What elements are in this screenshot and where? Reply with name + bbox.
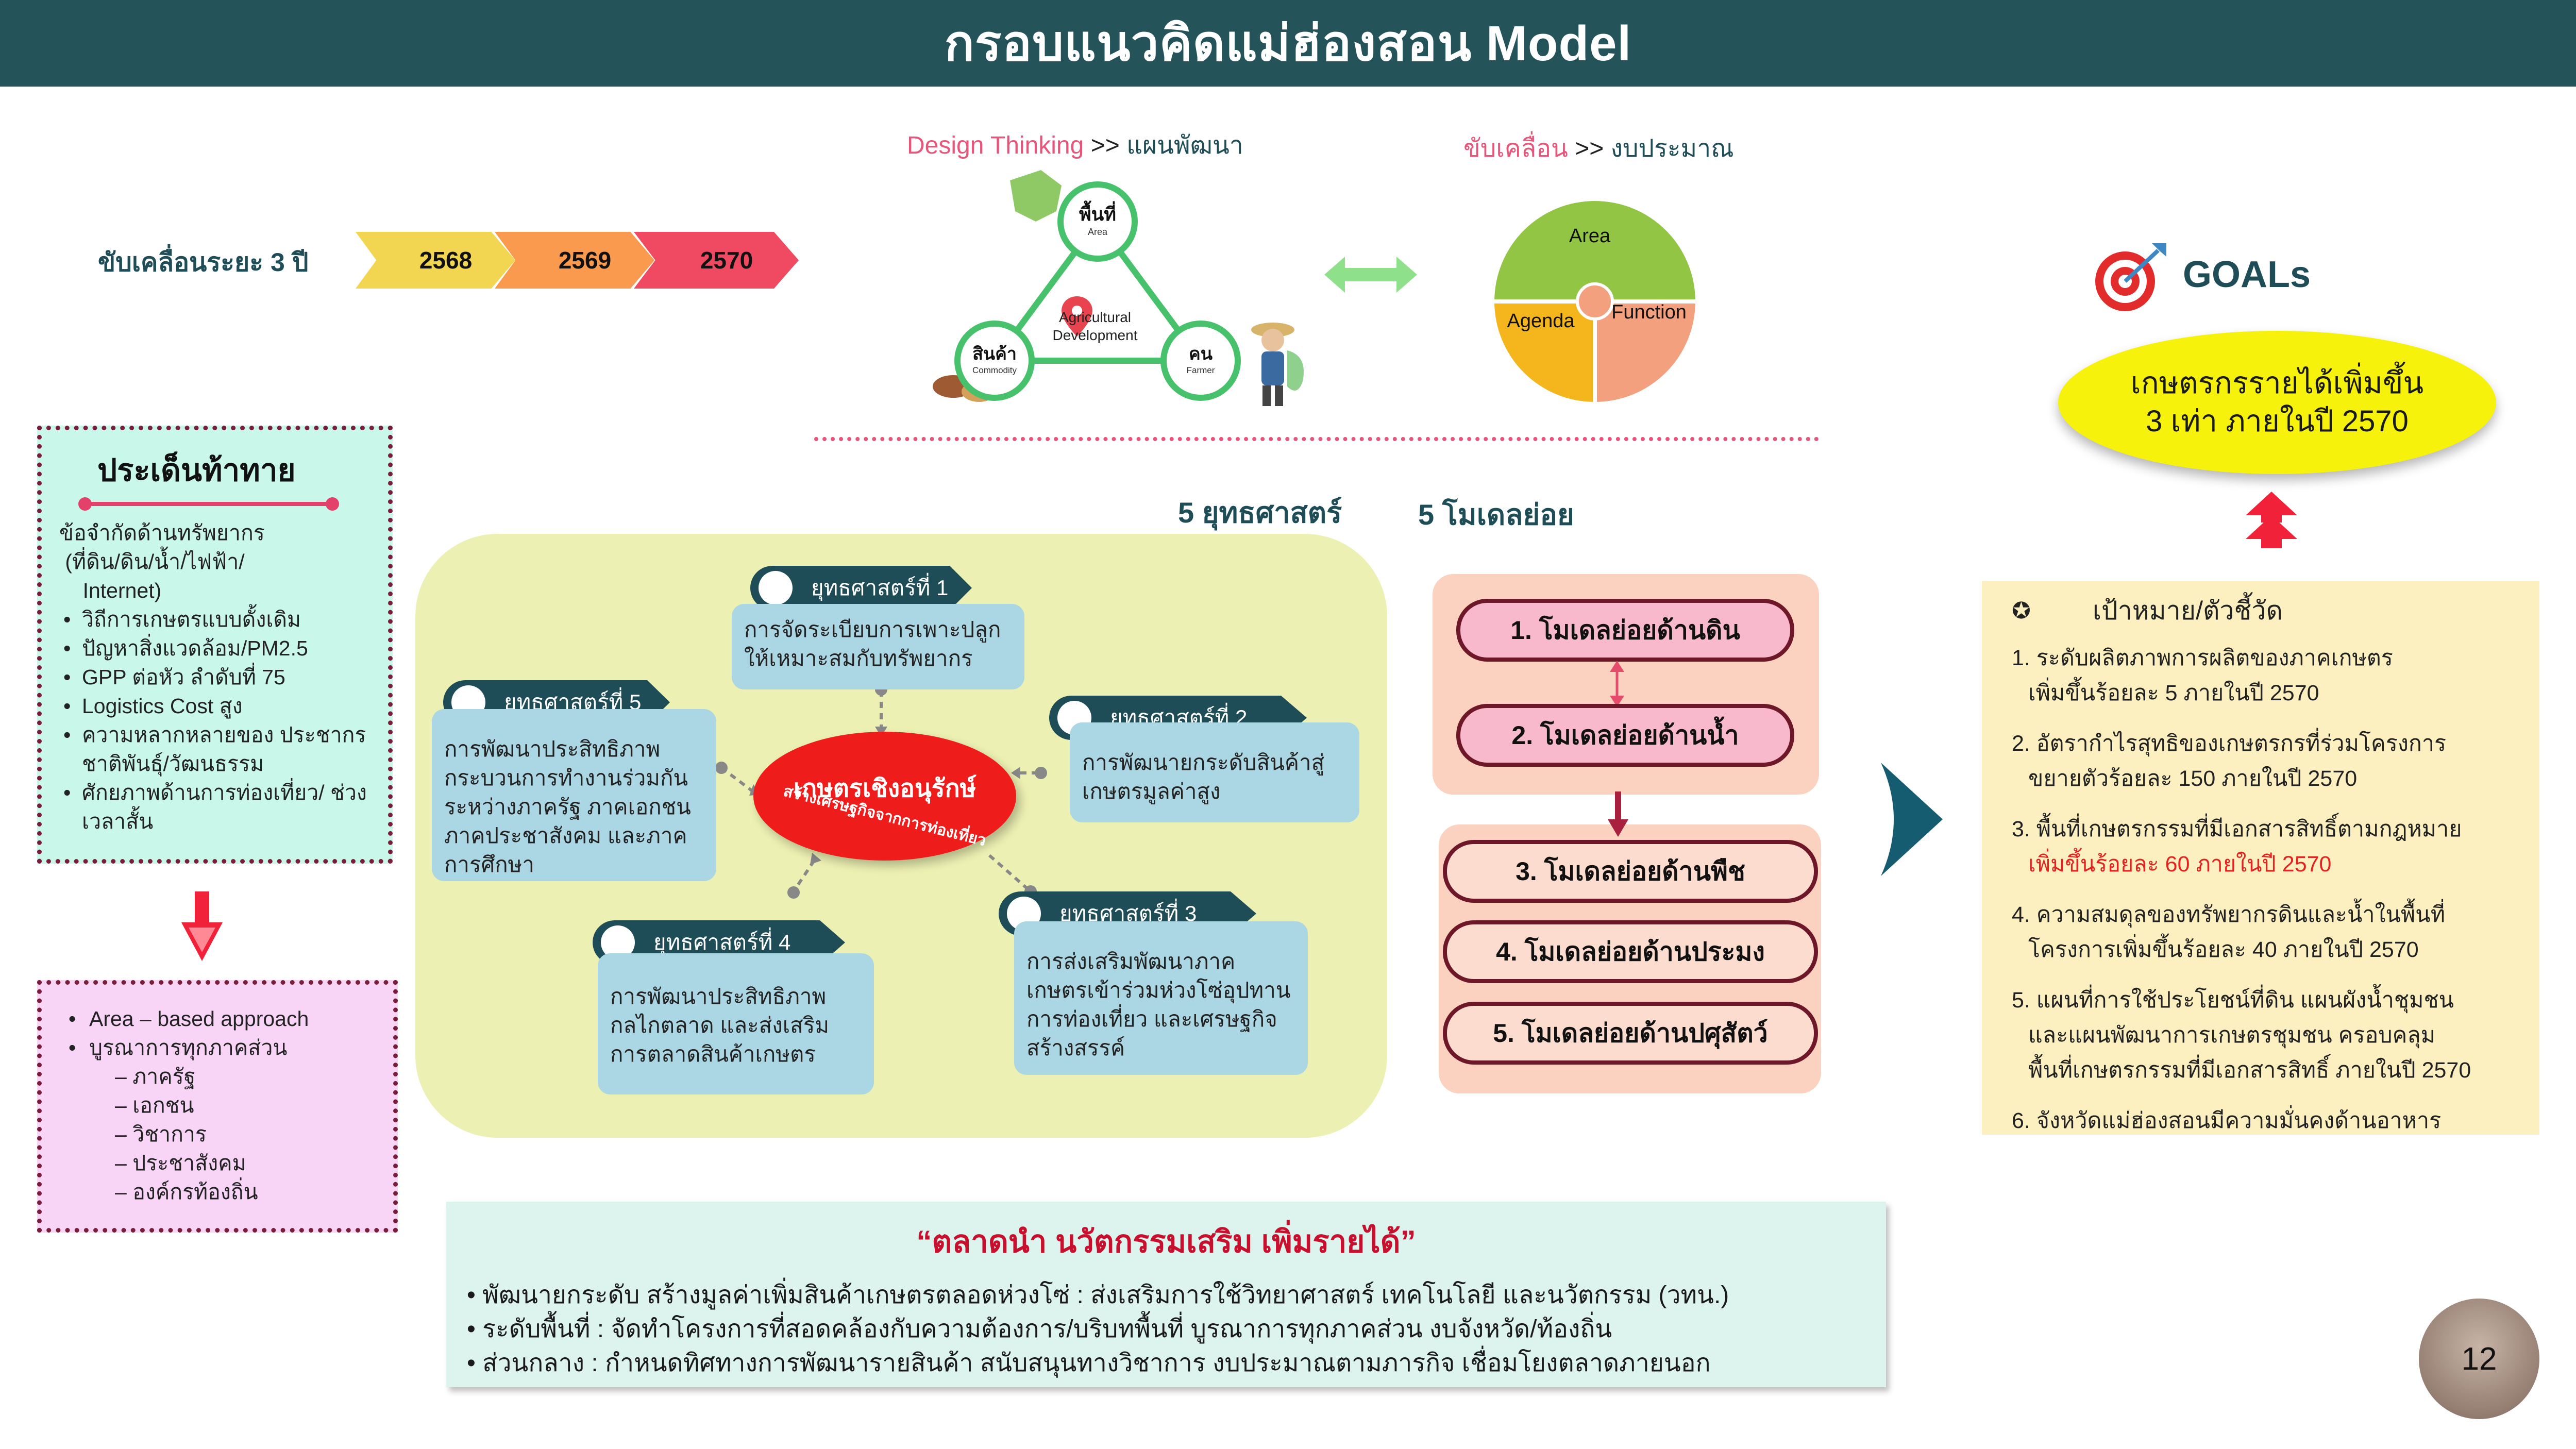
- node-area-sub: Area: [1088, 227, 1108, 237]
- list-item: – วิชาการ: [115, 1122, 207, 1146]
- bottom-line-1: • พัฒนายกระดับ สร้างมูลค่าเพิ่มสินค้าเกษ…: [467, 1282, 1729, 1309]
- budget-heading: ขับเคลื่อน >> งบประมาณ: [1463, 135, 1734, 162]
- submodel-pill-5: 5. โมเดลย่อยด้านปศุสัตว์: [1443, 1002, 1818, 1065]
- submodel-pill-3: 3. โมเดลย่อยด้านพืช: [1443, 840, 1818, 903]
- list-item: บูรณาการทุกภาคส่วน: [65, 1033, 369, 1062]
- header-bar: กรอบแนวคิดแม่ฮ่องสอน Model: [0, 0, 2576, 87]
- down-arrow-small-icon: [1608, 791, 1628, 837]
- list-item: – ประชาสังคม: [115, 1151, 246, 1175]
- bottom-line-2: • ระดับพื้นที่ : จัดทำโครงการที่สอดคล้อง…: [467, 1316, 1612, 1343]
- page-number: 12: [2461, 1341, 2497, 1377]
- diagram-center-line2: Development: [1053, 327, 1138, 343]
- submodels-heading: 5 โมเดลย่อย: [1418, 498, 1574, 531]
- goals-main-line2: 3 เท่า ภายในปี 2570: [2146, 405, 2409, 438]
- center-title: เกษตรเชิงอนุรักษ์: [793, 775, 976, 802]
- updown-arrow-icon: [1610, 661, 1624, 707]
- challenges-intro-3: Internet): [59, 579, 162, 602]
- node-area-label: พื้นที่: [1079, 200, 1116, 225]
- list-item: GPP ต่อหัว ลำดับที่ 75: [59, 663, 371, 692]
- target-item-3: 3. พื้นที่เกษตรกรรมที่มีเอกสารสิทธิ์ตามก…: [2012, 817, 2462, 877]
- node-farmer-label: คน: [1189, 344, 1213, 364]
- double-arrow-icon: [1324, 257, 1417, 293]
- challenges-list: วิถีการเกษตรแบบดั้งเดิม ปัญหาสิ่งแวดล้อม…: [59, 605, 371, 836]
- star-icon: ✪: [2012, 598, 2031, 624]
- challenges-underline: [78, 497, 339, 511]
- challenges-intro-1: ข้อจำกัดด้านทรัพยากร: [59, 521, 265, 545]
- strategy-box-2: การพัฒนายกระดับสินค้าสู่เกษตรมูลค่าสูง: [1070, 722, 1359, 822]
- node-commodity-label: สินค้า: [972, 344, 1017, 364]
- list-item: ปัญหาสิ่งแวดล้อม/PM2.5: [59, 634, 371, 663]
- target-item-5: 5. แผนที่การใช้ประโยชน์ที่ดิน แผนผังน้ำช…: [2012, 988, 2471, 1083]
- target-item-4: 4. ความสมดุลของทรัพยากรดินและน้ำในพื้นที…: [2012, 902, 2446, 962]
- timeline-year-1: 2568: [356, 232, 515, 289]
- list-item: – เอกชน: [115, 1093, 194, 1117]
- center-goal-oval: เกษตรเชิงอนุรักษ์ สร้างเศรษฐกิจจากการท่อ…: [753, 732, 1016, 861]
- bottom-summary-box: “ตลาดนำ นวัตกรรมเสริม เพิ่มรายได้” • พัฒ…: [446, 1202, 1886, 1387]
- strategy-box-1: การจัดระเบียบการเพาะปลูกให้เหมาะสมกับทรั…: [732, 604, 1024, 689]
- bottom-title: “ตลาดนำ นวัตกรรมเสริม เพิ่มรายได้”: [916, 1224, 1416, 1259]
- strategy-box-3: การส่งเสริมพัฒนาภาคเกษตรเข้าร่วมห่วงโซ่อ…: [1014, 921, 1308, 1075]
- target-item-6: 6. จังหวัดแม่ฮ่องสอนมีความมั่นคงด้านอาหา…: [2012, 1108, 2442, 1133]
- page-number-badge: 12: [2419, 1299, 2539, 1419]
- node-commodity-sub: Commodity: [972, 365, 1017, 375]
- challenges-box: ประเด็นท้าทาย ข้อจำกัดด้านทรัพยากร (ที่ด…: [37, 426, 393, 864]
- strategy-dot: [759, 571, 793, 605]
- down-arrow-icon: [181, 891, 223, 961]
- list-item: ความหลากหลายของ ประชากรชาติพันธุ์/วัฒนธร…: [59, 720, 371, 778]
- challenges-intro-2: (ที่ดิน/ดิน/น้ำ/ไฟฟ้า/: [59, 550, 245, 574]
- list-item: Logistics Cost สูง: [59, 692, 371, 720]
- list-item: ศักยภาพด้านการท่องเที่ยว/ ช่วงเวลาสั้น: [59, 778, 371, 836]
- approach-box: Area – based approach บูรณาการทุกภาคส่วน…: [37, 980, 398, 1233]
- strategies-heading: 5 ยุทธศาสตร์: [1178, 496, 1342, 529]
- bottom-line-3: • ส่วนกลาง : กำหนดทิศทางการพัฒนารายสินค้…: [467, 1350, 1711, 1377]
- up-arrow-icon: [2246, 492, 2297, 548]
- submodel-pill-1: 1. โมเดลย่อยด้านดิน: [1456, 599, 1794, 662]
- goals-label: GOALs: [2183, 254, 2311, 295]
- node-farmer-sub: Farmer: [1187, 365, 1215, 375]
- targets-box: ✪ เป้าหมาย/ตัวชี้วัด 1. ระดับผลิตภาพการผ…: [1982, 581, 2539, 1135]
- submodel-pill-2: 2. โมเดลย่อยด้านน้ำ: [1456, 704, 1794, 767]
- diagram-center-line1: Agricultural: [1059, 309, 1131, 325]
- target-item-2: 2. อัตรากำไรสุทธิของเกษตรกรที่ร่วมโครงกา…: [2012, 731, 2447, 791]
- target-item-1: 1. ระดับผลิตภาพการผลิตของภาคเกษตร เพิ่มข…: [2012, 646, 2393, 705]
- strategy-box-5: การพัฒนาประสิทธิภาพกระบวนการทำงานร่วมกัน…: [432, 709, 716, 881]
- goals-main-ellipse: เกษตรกรรายได้เพิ่มขึ้น 3 เท่า ภายในปี 25…: [2058, 331, 2496, 474]
- puzzle-area-label: Area: [1569, 225, 1611, 247]
- list-item: Area – based approach: [65, 1004, 369, 1033]
- target-icon: [2095, 243, 2166, 311]
- puzzle-function-label: Function: [1611, 301, 1687, 323]
- list-item: วิถีการเกษตรแบบดั้งเดิม: [59, 605, 371, 634]
- list-item: – องค์กรท้องถิ่น: [115, 1180, 258, 1204]
- targets-heading: ✪ เป้าหมาย/ตัวชี้วัด: [2012, 596, 2283, 625]
- goals-main-line1: เกษตรกรรายได้เพิ่มขึ้น: [2130, 366, 2424, 400]
- challenges-title: ประเด็นท้าทาย: [97, 453, 296, 487]
- agri-development-diagram: พื้นที่ Area สินค้า Commodity คน Farmer …: [933, 170, 1304, 406]
- design-thinking-heading: Design Thinking >> แผนพัฒนา: [907, 132, 1243, 159]
- timeline-year-3: 2570: [634, 232, 799, 289]
- chevron-right-icon: [1881, 763, 1943, 876]
- strategy-box-4: การพัฒนาประสิทธิภาพกลไกตลาด และส่งเสริมก…: [598, 953, 874, 1094]
- strategy-tag-1: ยุทธศาสตร์ที่ 1: [750, 566, 972, 610]
- section-divider: [814, 437, 1819, 441]
- timeline-year-2: 2569: [495, 232, 654, 289]
- budget-puzzle-diagram: Area Agenda Function: [1494, 201, 1695, 402]
- page-title: กรอบแนวคิดแม่ฮ่องสอน Model: [944, 16, 1632, 71]
- puzzle-agenda-label: Agenda: [1507, 310, 1575, 332]
- timeline-label: ขับเคลื่อนระยะ 3 ปี: [98, 248, 309, 277]
- list-item: – ภาครัฐ: [115, 1065, 196, 1088]
- submodel-pill-4: 4. โมเดลย่อยด้านประมง: [1443, 920, 1818, 983]
